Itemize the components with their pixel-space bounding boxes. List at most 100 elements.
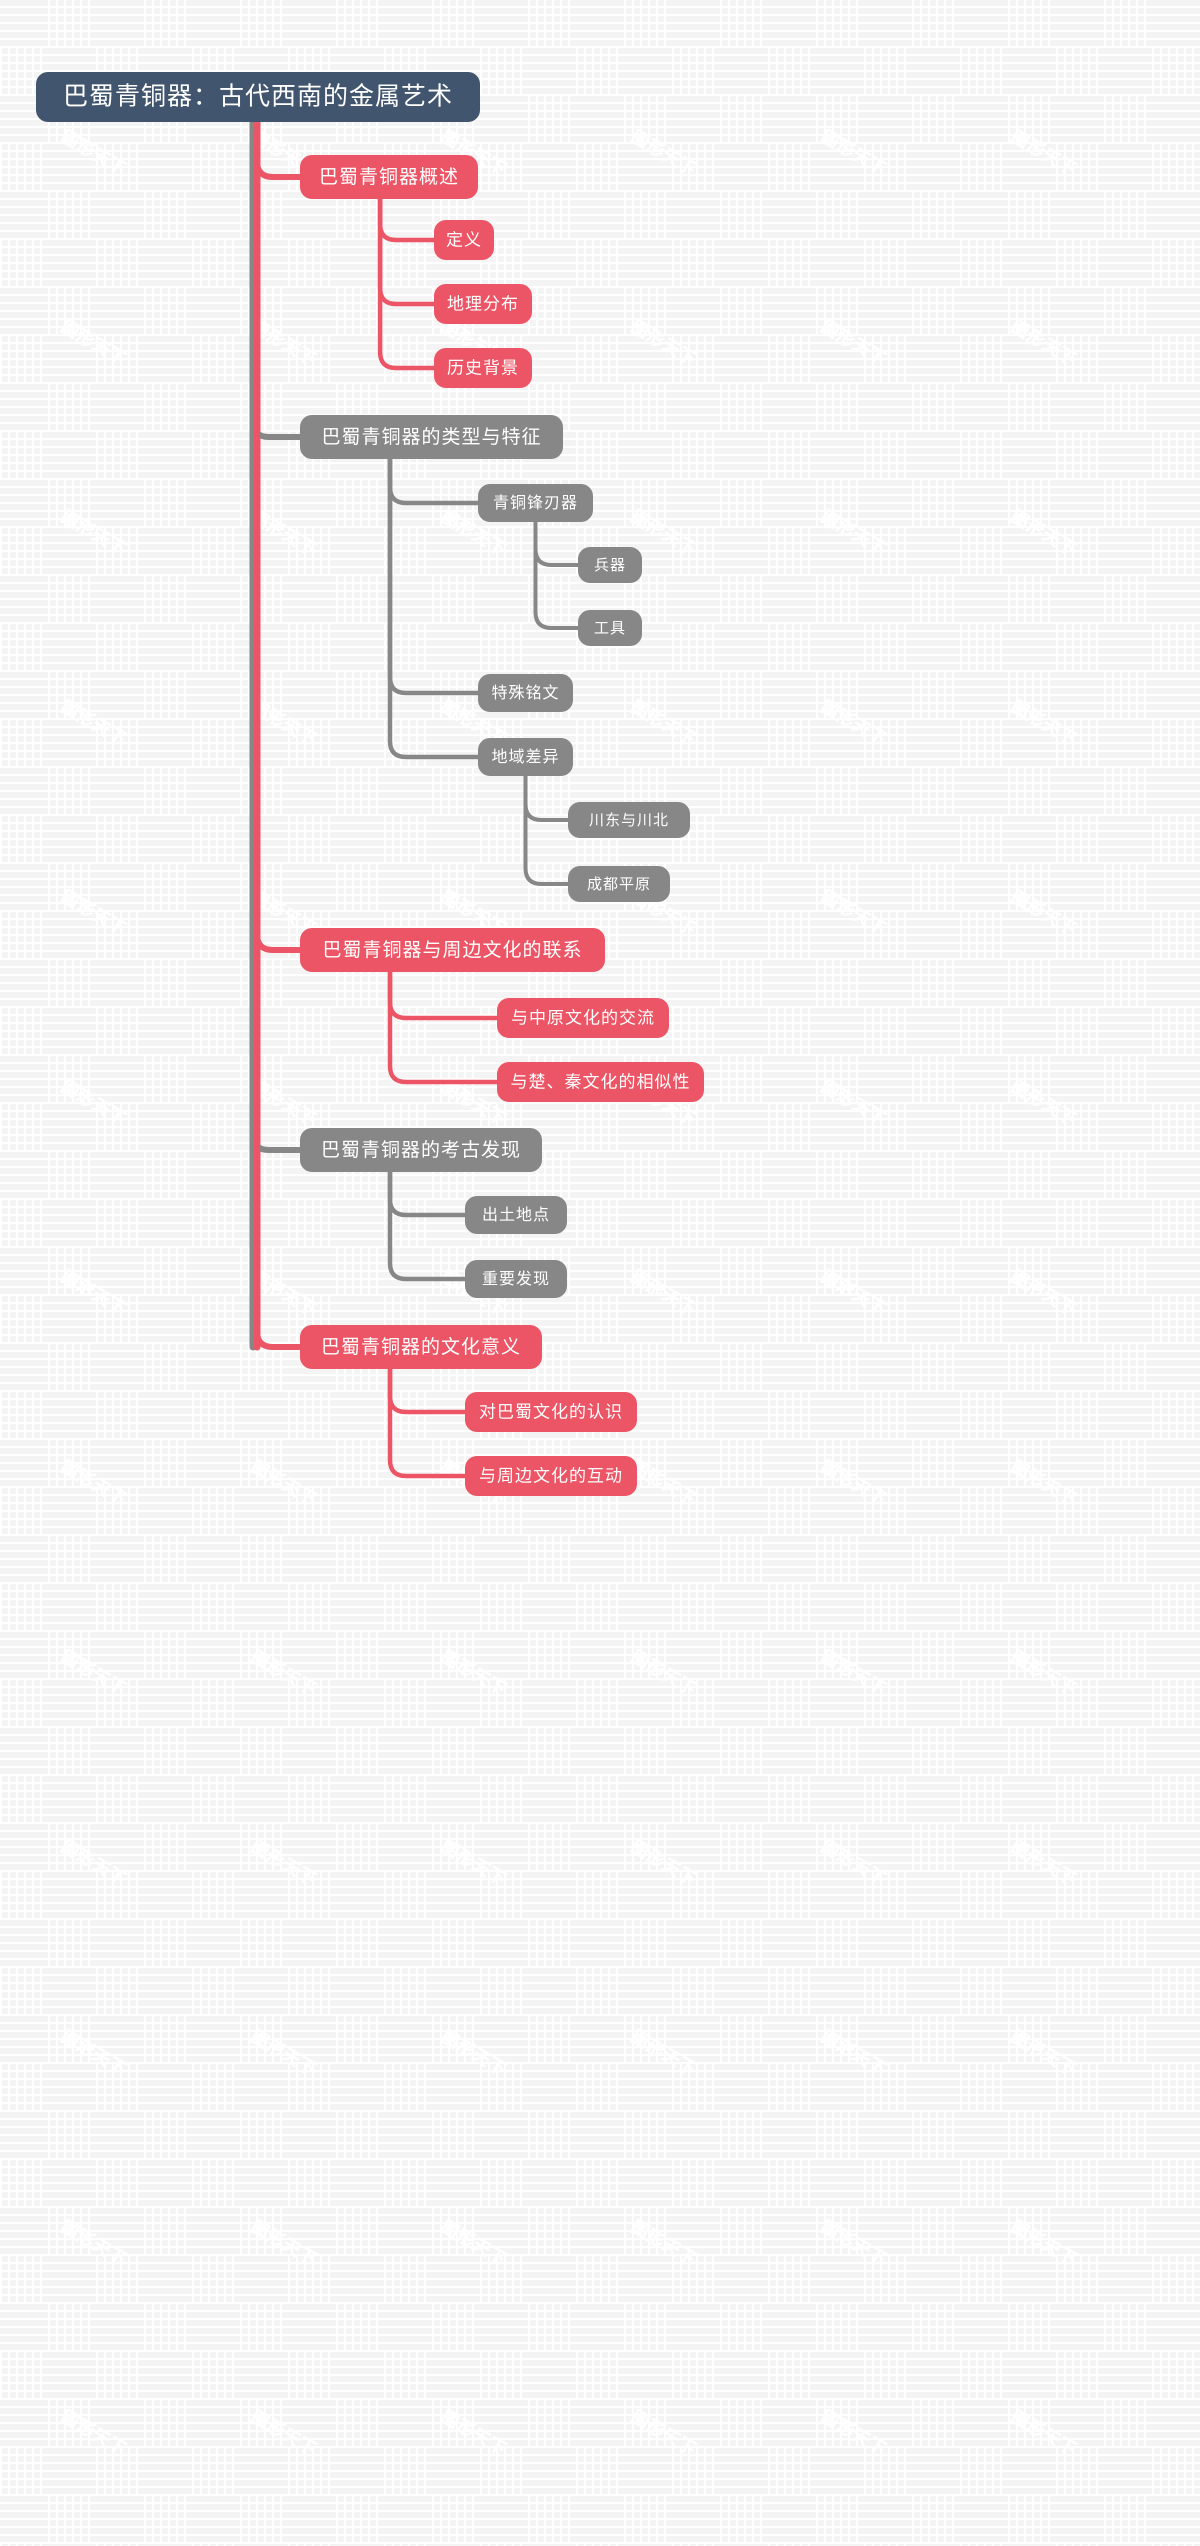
connector xyxy=(387,1366,468,1479)
connector xyxy=(387,456,481,506)
child-node-4-0[interactable]: 对巴蜀文化的认识 xyxy=(465,1392,637,1432)
watermark: 图形天下 xyxy=(58,317,130,369)
node-shape xyxy=(578,547,642,583)
node-shape xyxy=(568,866,670,902)
connector xyxy=(387,456,481,696)
child-node-3-0[interactable]: 出土地点 xyxy=(465,1196,567,1234)
node-label: 地理分布 xyxy=(447,294,519,313)
node-label: 成都平原 xyxy=(587,876,651,893)
node-shape xyxy=(465,1260,567,1298)
watermark: 图形天下 xyxy=(248,1647,320,1699)
node-shape xyxy=(434,220,494,260)
child-node-2-1[interactable]: 与楚、秦文化的相似性 xyxy=(497,1062,704,1102)
child-node-1-1[interactable]: 特殊铭文 xyxy=(478,674,573,712)
child-node-0-2[interactable]: 历史背景 xyxy=(434,348,532,388)
node-shape xyxy=(300,415,563,459)
watermark: 图形天下 xyxy=(818,887,890,939)
node-label: 重要发现 xyxy=(482,1270,550,1288)
watermark: 图形天下 xyxy=(248,1837,320,1889)
branch-node-2[interactable]: 巴蜀青铜器与周边文化的联系 xyxy=(300,928,605,972)
watermark: 图形天下 xyxy=(58,2027,130,2079)
child-node-3-1[interactable]: 重要发现 xyxy=(465,1260,567,1298)
node-label: 兵器 xyxy=(594,557,626,574)
connector xyxy=(377,196,437,243)
node-shape xyxy=(434,284,532,324)
node-label: 出土地点 xyxy=(482,1206,550,1224)
node-shape xyxy=(497,998,669,1038)
connector xyxy=(254,129,303,1350)
node-label: 地域差异 xyxy=(491,748,559,766)
grandchild-node-1-0-0[interactable]: 兵器 xyxy=(578,547,642,583)
grandchild-node-1-0-1[interactable]: 工具 xyxy=(578,610,642,646)
child-node-1-0[interactable]: 青铜锋刃器 xyxy=(478,484,593,522)
node-shape xyxy=(478,674,573,712)
watermark: 图形天下 xyxy=(438,2027,510,2079)
watermark: 图形天下 xyxy=(58,1267,130,1319)
watermark: 图形天下 xyxy=(818,2407,890,2459)
child-node-2-0[interactable]: 与中原文化的交流 xyxy=(497,998,669,1038)
watermark: 图形天下 xyxy=(1008,1077,1080,1129)
node-label: 与中原文化的交流 xyxy=(511,1008,655,1027)
watermark: 图形天下 xyxy=(818,317,890,369)
watermark: 图形天下 xyxy=(1008,2217,1080,2269)
node-shape xyxy=(578,610,642,646)
watermark: 图形天下 xyxy=(1008,697,1080,749)
connector xyxy=(533,520,580,567)
node-layer: 巴蜀青铜器：古代西南的金属艺术巴蜀青铜器概述定义地理分布历史背景巴蜀青铜器的类型… xyxy=(36,72,704,1496)
watermark: 图形天下 xyxy=(58,127,130,179)
watermark: 图形天下 xyxy=(1008,2027,1080,2079)
watermark: 图形天下 xyxy=(1008,507,1080,559)
child-node-0-0[interactable]: 定义 xyxy=(434,220,494,260)
connector xyxy=(533,520,580,630)
watermark: 图形天下 xyxy=(58,1457,130,1509)
connector xyxy=(377,196,437,371)
node-label: 工具 xyxy=(594,620,626,637)
watermark: 图形天下 xyxy=(818,1457,890,1509)
root-node[interactable]: 巴蜀青铜器：古代西南的金属艺术 xyxy=(36,72,480,122)
watermark: 图形天下 xyxy=(818,1647,890,1699)
watermark: 图形天下 xyxy=(438,1837,510,1889)
watermark: 图形天下 xyxy=(1008,1457,1080,1509)
watermark: 图形天下 xyxy=(628,1267,700,1319)
watermark: 图形天下 xyxy=(628,2407,700,2459)
watermark: 图形天下 xyxy=(628,317,700,369)
child-node-1-2[interactable]: 地域差异 xyxy=(478,738,573,776)
connector xyxy=(387,456,481,760)
node-label: 巴蜀青铜器的类型与特征 xyxy=(321,426,541,448)
grandchild-node-1-2-1[interactable]: 成都平原 xyxy=(568,866,670,902)
node-label: 与楚、秦文化的相似性 xyxy=(511,1072,691,1091)
node-shape xyxy=(300,1128,542,1172)
node-label: 川东与川北 xyxy=(589,812,669,829)
child-node-0-1[interactable]: 地理分布 xyxy=(434,284,532,324)
branch-node-4[interactable]: 巴蜀青铜器的文化意义 xyxy=(300,1325,542,1369)
node-label: 历史背景 xyxy=(447,358,519,377)
node-label: 巴蜀青铜器的考古发现 xyxy=(321,1139,521,1161)
watermark: 图形天下 xyxy=(58,507,130,559)
node-shape xyxy=(478,738,573,776)
watermark: 图形天下 xyxy=(58,1837,130,1889)
watermark: 图形天下 xyxy=(248,2027,320,2079)
connector xyxy=(523,774,570,822)
branch-node-0[interactable]: 巴蜀青铜器概述 xyxy=(300,155,478,199)
node-shape xyxy=(465,1392,637,1432)
watermark: 图形天下 xyxy=(628,697,700,749)
connector xyxy=(523,774,570,886)
watermark: 图形天下 xyxy=(248,2217,320,2269)
watermark: 图形天下 xyxy=(58,887,130,939)
branch-node-3[interactable]: 巴蜀青铜器的考古发现 xyxy=(300,1128,542,1172)
watermark-layer: 图形天下图形天下图形天下图形天下图形天下图形天下图形天下图形天下图形天下图形天下… xyxy=(57,126,1080,2460)
watermark: 图形天下 xyxy=(1008,127,1080,179)
child-node-4-1[interactable]: 与周边文化的互动 xyxy=(465,1456,637,1496)
watermark: 图形天下 xyxy=(58,1077,130,1129)
watermark: 图形天下 xyxy=(818,2027,890,2079)
connector xyxy=(387,1169,468,1218)
watermark: 图形天下 xyxy=(438,2217,510,2269)
connector xyxy=(387,1169,468,1282)
watermark: 图形天下 xyxy=(628,1837,700,1889)
connector xyxy=(377,196,437,307)
branch-node-1[interactable]: 巴蜀青铜器的类型与特征 xyxy=(300,415,563,459)
watermark: 图形天下 xyxy=(1008,1267,1080,1319)
node-label: 巴蜀青铜器概述 xyxy=(319,166,459,188)
grandchild-node-1-2-0[interactable]: 川东与川北 xyxy=(568,802,690,838)
